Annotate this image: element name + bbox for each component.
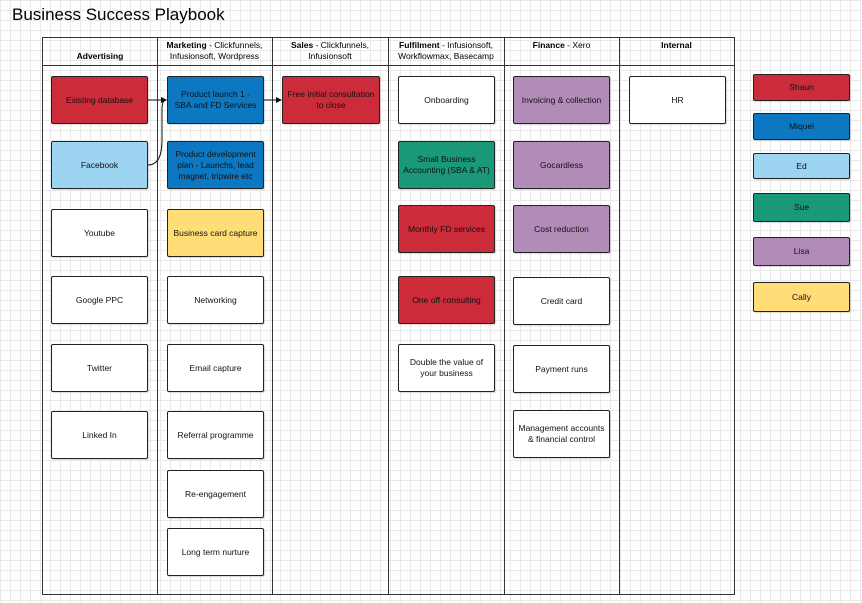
legend-sue: Sue — [753, 193, 850, 222]
card-referral-programme[interactable]: Referral programme — [167, 411, 264, 459]
column-tools: - Clickfunnels, Infusionsoft, Wordpress — [169, 40, 263, 61]
column-tools: - Xero — [564, 40, 591, 50]
column-sales: Sales - Clickfunnels, Infusionsoft — [272, 37, 389, 595]
column-header-advertising: Advertising — [43, 37, 157, 66]
card-cost-reduction[interactable]: Cost reduction — [513, 205, 610, 253]
card-google-ppc[interactable]: Google PPC — [51, 276, 148, 324]
column-finance: Finance - Xero — [504, 37, 620, 595]
column-header-marketing: Marketing - Clickfunnels, Infusionsoft, … — [157, 37, 272, 66]
column-tools: - Infusionsoft, Workflowmax, Basecamp — [398, 40, 494, 61]
column-name: Internal — [661, 40, 692, 50]
column-name: Sales — [291, 40, 314, 50]
card-one-off-consulting[interactable]: One off consulting — [398, 276, 495, 324]
card-payment-runs[interactable]: Payment runs — [513, 345, 610, 393]
column-marketing: Marketing - Clickfunnels, Infusionsoft, … — [157, 37, 273, 595]
card-networking[interactable]: Networking — [167, 276, 264, 324]
card-linkedin[interactable]: Linked In — [51, 411, 148, 459]
card-business-card-capture[interactable]: Business card capture — [167, 209, 264, 257]
column-header-finance: Finance - Xero — [504, 37, 619, 66]
card-twitter[interactable]: Twitter — [51, 344, 148, 392]
card-gocardless[interactable]: Gocardless — [513, 141, 610, 189]
column-header-internal: Internal — [619, 37, 734, 66]
column-internal: Internal — [619, 37, 735, 595]
card-onboarding[interactable]: Onboarding — [398, 76, 495, 124]
column-advertising: Advertising — [42, 37, 158, 595]
card-double-the-value[interactable]: Double the value of your business — [398, 344, 495, 392]
column-fulfilment: Fulfilment - Infusionsoft, Workflowmax, … — [388, 37, 505, 595]
card-hr[interactable]: HR — [629, 76, 726, 124]
column-header-sales: Sales - Clickfunnels, Infusionsoft — [272, 37, 388, 66]
page-title: Business Success Playbook — [12, 5, 225, 24]
column-name: Marketing — [166, 40, 207, 50]
legend-cally: Cally — [753, 282, 850, 312]
column-tools: - Clickfunnels, Infusionsoft — [308, 40, 369, 61]
legend-lisa: Lisa — [753, 237, 850, 266]
card-monthly-fd-services[interactable]: Monthly FD services — [398, 205, 495, 253]
card-product-launch[interactable]: Product launch 1 - SBA and FD Services — [167, 76, 264, 124]
card-facebook[interactable]: Facebook — [51, 141, 148, 189]
legend-miquel: Miquel — [753, 113, 850, 140]
card-free-initial-consultation[interactable]: Free initial consultation to close — [282, 76, 380, 124]
column-name: Advertising — [76, 50, 124, 61]
card-re-engagement[interactable]: Re-engagement — [167, 470, 264, 518]
card-long-term-nurture[interactable]: Long term nurture — [167, 528, 264, 576]
column-header-fulfilment: Fulfilment - Infusionsoft, Workflowmax, … — [388, 37, 504, 66]
legend-ed: Ed — [753, 153, 850, 179]
card-small-business-accounting[interactable]: Small Business Accounting (SBA & AT) — [398, 141, 495, 189]
column-name: Fulfilment — [399, 40, 440, 50]
card-existing-database[interactable]: Existing database — [51, 76, 148, 124]
legend-shaun: Shaun — [753, 74, 850, 101]
card-management-accounts[interactable]: Management accounts & financial control — [513, 410, 610, 458]
card-credit-card[interactable]: Credit card — [513, 277, 610, 325]
card-youtube[interactable]: Youtube — [51, 209, 148, 257]
card-product-development-plan[interactable]: Product development plan - Launchs, lead… — [167, 141, 264, 189]
card-invoicing-collection[interactable]: Invoicing & collection — [513, 76, 610, 124]
column-name: Finance — [532, 40, 565, 50]
card-email-capture[interactable]: Email capture — [167, 344, 264, 392]
